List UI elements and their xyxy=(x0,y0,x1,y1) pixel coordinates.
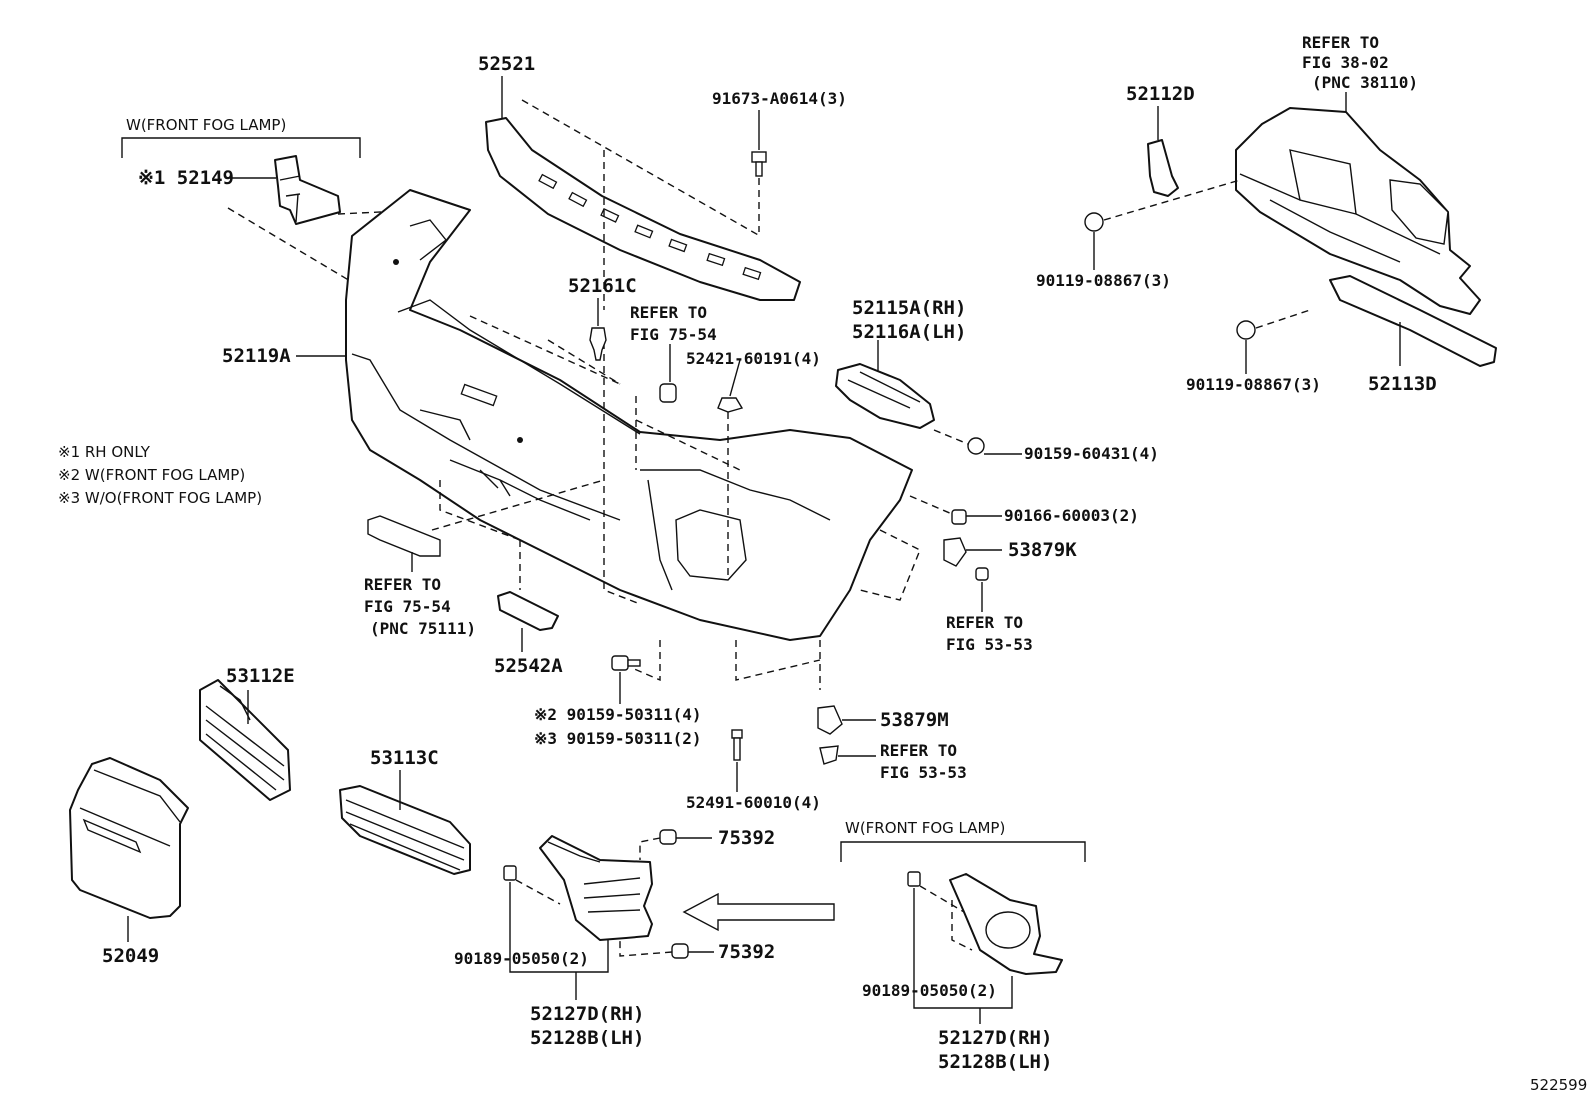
label-75392-b: 75392 xyxy=(718,941,775,963)
label-52128B-b: 52128B(LH) xyxy=(938,1051,1052,1073)
pin-52491-60010[interactable] xyxy=(731,729,743,761)
ref-fig-75-54-low-line2: FIG 75-54 xyxy=(364,597,451,616)
label-90159-50311-with-fog: ※2 90159-50311(4) xyxy=(534,705,702,724)
label-52161C: 52161C xyxy=(568,275,637,297)
clip-75392-b[interactable] xyxy=(671,943,689,959)
screw-90159-50311[interactable] xyxy=(611,655,641,671)
ref-fig-53-53-b-line1: REFER TO xyxy=(880,741,957,760)
bolt-91673-A0614[interactable] xyxy=(751,151,767,177)
part-52127D-52128B-bezel-with-fog[interactable] xyxy=(949,873,1063,975)
label-52421-60191: 52421-60191(4) xyxy=(686,349,821,368)
ref-fig-75-54-low-line3: (PNC 75111) xyxy=(370,619,476,638)
part-52149[interactable] xyxy=(274,155,341,225)
label-53112E: 53112E xyxy=(226,665,295,687)
clip-52161C[interactable] xyxy=(589,327,607,361)
label-53879K: 53879K xyxy=(1008,539,1077,561)
nut-90189-05050-a[interactable] xyxy=(503,865,517,881)
ref-fig-53-53-a-line1: REFER TO xyxy=(946,613,1023,632)
label-53113C: 53113C xyxy=(370,747,439,769)
label-52115A: 52115A(RH) xyxy=(852,297,966,319)
label-52149: ※1 52149 xyxy=(138,167,234,189)
part-53112E-grille[interactable] xyxy=(199,679,291,801)
label-52521: 52521 xyxy=(478,53,535,75)
fog-group-bottom-label: W(FRONT FOG LAMP) xyxy=(845,819,1005,837)
part-52127D-52128B-bezel-without-fog[interactable] xyxy=(539,835,653,941)
bolt-90119-08867-b[interactable] xyxy=(1236,320,1256,340)
part-52112D[interactable] xyxy=(1147,139,1179,197)
label-90119-08867-b: 90119-08867(3) xyxy=(1186,375,1321,394)
diagram-id: 522599 xyxy=(1530,1076,1587,1094)
label-90119-08867-a: 90119-08867(3) xyxy=(1036,271,1171,290)
label-52127D-a: 52127D(RH) xyxy=(530,1003,644,1025)
note-rh-only: ※1 RH ONLY xyxy=(58,443,151,461)
label-52127D-b: 52127D(RH) xyxy=(938,1027,1052,1049)
label-53879M: 53879M xyxy=(880,709,949,731)
bracket-53879M[interactable] xyxy=(817,705,843,765)
ref-fig-38-02-line3: (PNC 38110) xyxy=(1312,73,1418,92)
part-52115A-52116A-retainer[interactable] xyxy=(835,363,935,429)
label-91673-A0614: 91673-A0614(3) xyxy=(712,89,847,108)
part-52049-plate[interactable] xyxy=(69,757,189,919)
fog-group-top: W(FRONT FOG LAMP) xyxy=(121,116,361,158)
label-52112D: 52112D xyxy=(1126,83,1195,105)
nut-90189-05050-b[interactable] xyxy=(907,871,921,887)
grommet-fig-75-54[interactable] xyxy=(659,383,677,403)
ref-fig-38-02-line2: FIG 38-02 xyxy=(1302,53,1389,72)
fog-group-top-label: W(FRONT FOG LAMP) xyxy=(126,116,286,134)
label-52491-60010: 52491-60010(4) xyxy=(686,793,821,812)
label-90166-60003: 90166-60003(2) xyxy=(1004,506,1139,525)
direction-arrow-icon xyxy=(682,892,835,932)
bolt-90119-08867-a[interactable] xyxy=(1084,212,1104,232)
note-without-fog: ※3 W/O(FRONT FOG LAMP) xyxy=(58,489,262,507)
label-90189-05050-a: 90189-05050(2) xyxy=(454,949,589,968)
part-52113D[interactable] xyxy=(1329,275,1497,367)
label-90189-05050-b: 90189-05050(2) xyxy=(862,981,997,1000)
label-75392-a: 75392 xyxy=(718,827,775,849)
ref-fig-75-54-top-line1: REFER TO xyxy=(630,303,707,322)
radiator-support-assembly[interactable] xyxy=(1235,107,1481,315)
label-52119A: 52119A xyxy=(222,345,291,367)
label-52542A: 52542A xyxy=(494,655,563,677)
clip-75392-a[interactable] xyxy=(659,829,677,845)
note-with-fog: ※2 W(FRONT FOG LAMP) xyxy=(58,466,245,484)
label-52128B-a: 52128B(LH) xyxy=(530,1027,644,1049)
part-fig-75-54-bracket[interactable] xyxy=(367,515,441,557)
ref-fig-53-53-a-line2: FIG 53-53 xyxy=(946,635,1033,654)
ref-fig-38-02-line1: REFER TO xyxy=(1302,33,1379,52)
legend: ※1 RH ONLY ※2 W(FRONT FOG LAMP) ※3 W/O(F… xyxy=(58,443,262,507)
part-53113C-grille[interactable] xyxy=(339,785,471,875)
ref-fig-75-54-low-line1: REFER TO xyxy=(364,575,441,594)
fog-group-bottom: W(FRONT FOG LAMP) xyxy=(840,819,1086,862)
part-52119A-bumper-cover[interactable] xyxy=(345,189,913,641)
ref-fig-53-53-b-line2: FIG 53-53 xyxy=(880,763,967,782)
clip-90166-60003[interactable] xyxy=(951,509,967,525)
label-90159-50311-without-fog: ※3 90159-50311(2) xyxy=(534,729,702,748)
part-52521[interactable] xyxy=(485,117,801,301)
label-90159-60431: 90159-60431(4) xyxy=(1024,444,1159,463)
label-52049: 52049 xyxy=(102,945,159,967)
ref-fig-75-54-top-line2: FIG 75-54 xyxy=(630,325,717,344)
label-52113D: 52113D xyxy=(1368,373,1437,395)
screw-90159-60431[interactable] xyxy=(967,437,985,455)
label-52116A: 52116A(LH) xyxy=(852,321,966,343)
bracket-53879K[interactable] xyxy=(943,537,989,581)
nut-52421-60191[interactable] xyxy=(717,397,744,413)
part-52542A[interactable] xyxy=(497,591,559,631)
